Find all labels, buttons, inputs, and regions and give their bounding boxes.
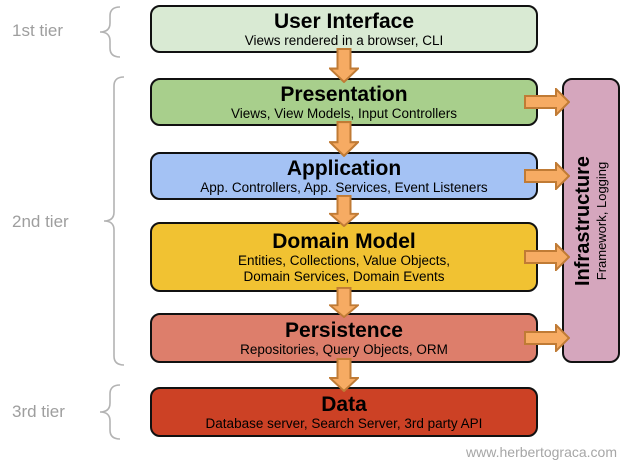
layer-subtitle: Database server, Search Server, 3rd part… [205, 415, 483, 431]
arrow-right-presentation-to-infrastructure [524, 88, 570, 116]
brace-2nd-tier [103, 76, 125, 366]
layer-user-interface: User Interface Views rendered in a brows… [150, 5, 538, 53]
layer-title: Domain Model [272, 229, 416, 253]
layer-persistence: Persistence Repositories, Query Objects,… [150, 313, 538, 363]
tier-label-2nd: 2nd tier [12, 212, 69, 231]
brace-3rd-tier [99, 384, 121, 440]
layer-application: Application App. Controllers, App. Servi… [150, 152, 538, 200]
layer-title: Data [321, 392, 367, 416]
layer-domain-model: Domain Model Entities, Collections, Valu… [150, 222, 538, 292]
tier-label-3rd: 3rd tier [12, 402, 65, 421]
layer-title: Persistence [285, 318, 403, 342]
layer-subtitle: App. Controllers, App. Services, Event L… [200, 179, 488, 195]
arrow-down-domain-to-persistence [329, 287, 359, 318]
brace-1st-tier [99, 6, 121, 58]
layer-subtitle: Repositories, Query Objects, ORM [240, 341, 448, 357]
layer-title: Infrastructure [572, 155, 594, 286]
layer-title: Presentation [280, 82, 408, 106]
arrow-down-application-to-domain [329, 195, 359, 227]
website-watermark: www.herbertograca.com [466, 444, 617, 460]
layer-subtitle: Views rendered in a browser, CLI [244, 32, 444, 48]
layer-presentation: Presentation Views, View Models, Input C… [150, 78, 538, 126]
arrow-down-presentation-to-application [329, 121, 359, 157]
layer-subtitle-line2: Domain Services, Domain Events [243, 268, 445, 284]
layer-subtitle: Views, View Models, Input Controllers [230, 105, 458, 121]
layer-subtitle: Entities, Collections, Value Objects, [237, 252, 451, 268]
infrastructure-rotated-text: Infrastructure Framework, Logging [572, 86, 609, 356]
layer-subtitle: Framework, Logging [594, 161, 609, 280]
arrow-down-persistence-to-data [329, 358, 359, 392]
arrow-down-ui-to-presentation [329, 48, 359, 83]
layer-data: Data Database server, Search Server, 3rd… [150, 387, 538, 437]
arrow-right-domain-to-infrastructure [524, 243, 570, 271]
arrow-right-persistence-to-infrastructure [524, 324, 570, 352]
layer-title: User Interface [273, 9, 415, 33]
arrow-right-application-to-infrastructure [524, 162, 570, 190]
layer-infrastructure: Infrastructure Framework, Logging [562, 78, 620, 363]
layer-title: Application [286, 156, 402, 180]
tier-label-1st: 1st tier [12, 21, 64, 40]
